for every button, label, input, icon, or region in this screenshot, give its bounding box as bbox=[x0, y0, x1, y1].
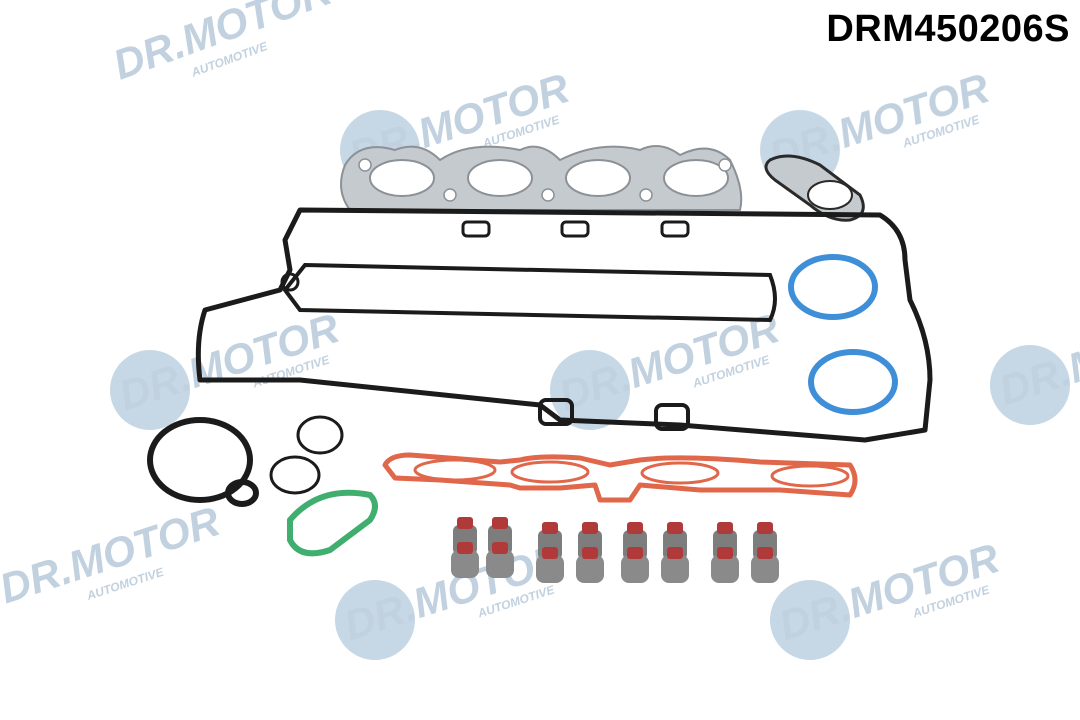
blue-intake-seals bbox=[788, 254, 898, 415]
egr-gasket bbox=[764, 154, 865, 222]
valve-cover-gasket bbox=[195, 207, 933, 443]
valve-stem-seals bbox=[451, 517, 779, 583]
watermark-text: DR.MOTOR bbox=[107, 0, 338, 88]
valve-stem-seal-row-bottom bbox=[451, 542, 779, 583]
green-seal bbox=[287, 489, 378, 557]
exhaust-manifold-gasket bbox=[340, 145, 743, 211]
watermark-logo-circle bbox=[110, 350, 190, 430]
part-number: DRM450206S bbox=[826, 8, 1070, 50]
watermark: DR.MOTOR AUTOMOTIVE bbox=[550, 304, 785, 430]
o-ring-seals bbox=[147, 415, 344, 507]
intake-manifold-gasket bbox=[382, 452, 858, 503]
watermark: DR.MOTOR AUTOMOTIVE bbox=[107, 0, 338, 88]
watermark-logo-circle bbox=[770, 580, 850, 660]
watermark-logo-circle bbox=[990, 345, 1070, 425]
watermark: DR.MOTOR AUTOMOTIVE bbox=[770, 534, 1005, 660]
watermark-logo-circle bbox=[335, 580, 415, 660]
watermark: DR.MOTOR bbox=[990, 299, 1080, 425]
watermark: DR.MOTOR AUTOMOTIVE bbox=[0, 497, 226, 612]
